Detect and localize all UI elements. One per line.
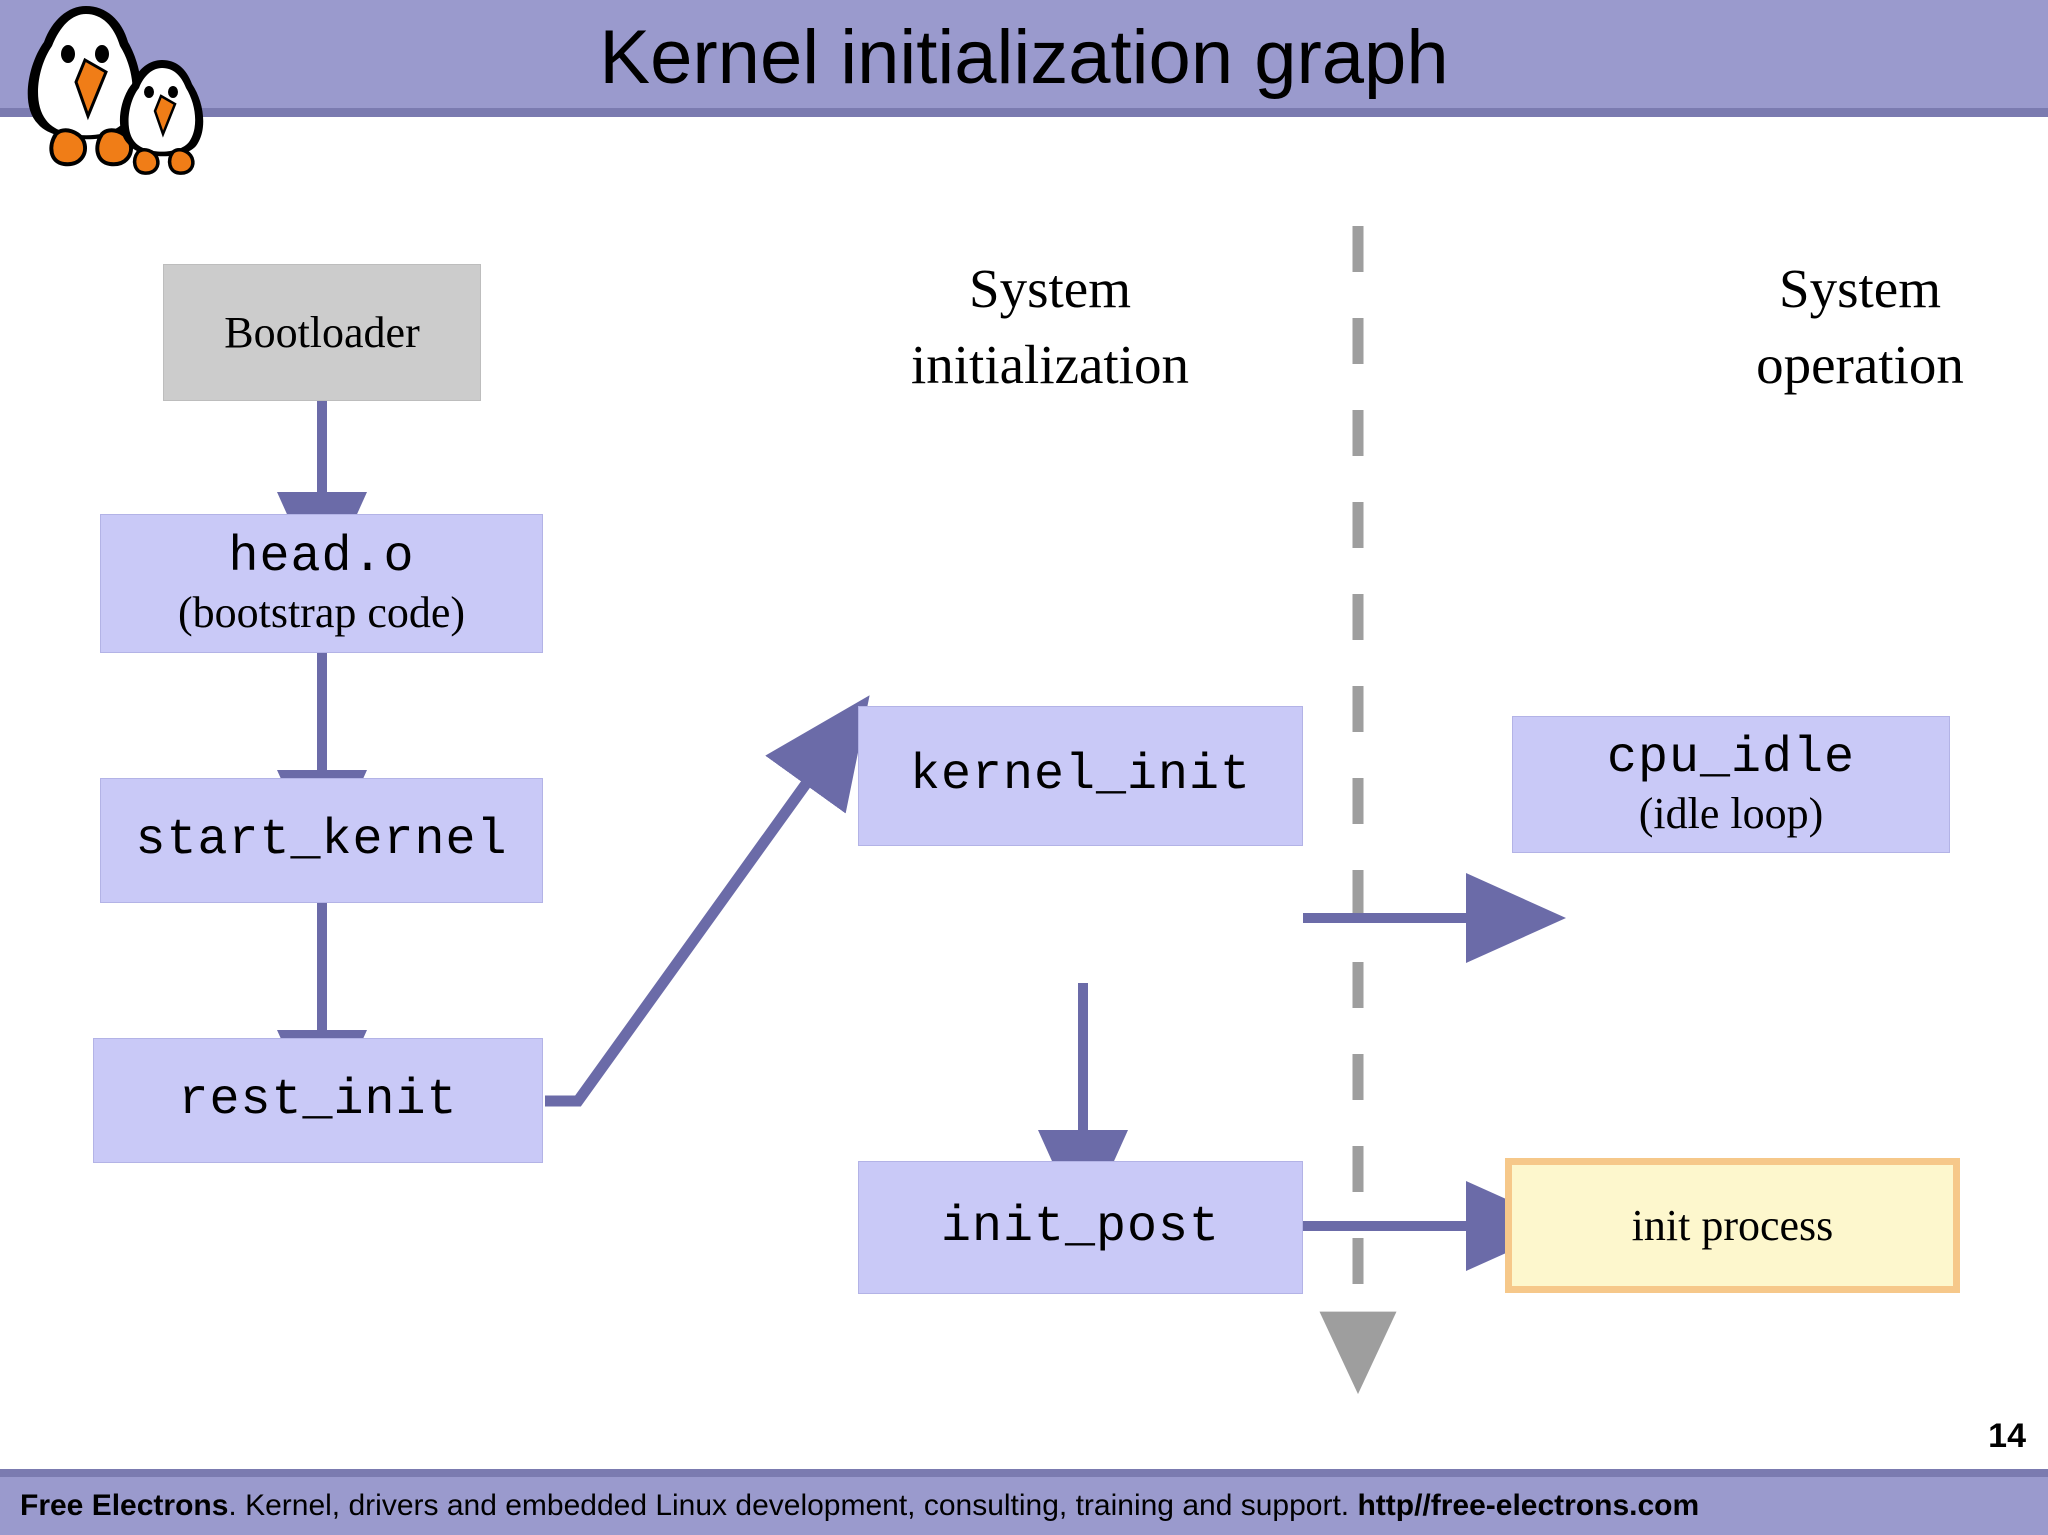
page-number: 14 bbox=[1988, 1417, 2026, 1455]
node-cpu-idle-sublabel: (idle loop) bbox=[1638, 788, 1824, 838]
connector-layer bbox=[277, 226, 1566, 1395]
penguin-small-icon bbox=[119, 60, 204, 175]
node-kernel-init[interactable]: kernel_init bbox=[858, 706, 1303, 846]
footer-tagline: . Kernel, drivers and embedded Linux dev… bbox=[228, 1489, 1358, 1522]
footer-brand: Free Electrons bbox=[20, 1489, 229, 1522]
column-heading-line1: System bbox=[1779, 258, 1941, 319]
column-heading-system-initialization: System initialization bbox=[790, 251, 1310, 403]
node-init-process[interactable]: init process bbox=[1505, 1158, 1960, 1293]
header-bar bbox=[0, 0, 2048, 117]
penguin-large-icon bbox=[27, 6, 142, 167]
node-head-o-label: head.o bbox=[228, 528, 415, 586]
node-bootloader-label: Bootloader bbox=[224, 307, 420, 357]
node-bootloader[interactable]: Bootloader bbox=[163, 264, 481, 401]
tux-penguins-logo bbox=[10, 0, 250, 184]
node-init-post[interactable]: init_post bbox=[858, 1161, 1303, 1294]
node-init-post-label: init_post bbox=[940, 1198, 1221, 1256]
node-rest-init[interactable]: rest_init bbox=[93, 1038, 543, 1163]
node-start-kernel-label: start_kernel bbox=[135, 811, 508, 869]
node-head-o-sublabel: (bootstrap code) bbox=[177, 587, 466, 637]
column-heading-line2: initialization bbox=[911, 334, 1189, 395]
node-cpu-idle[interactable]: cpu_idle (idle loop) bbox=[1512, 716, 1950, 853]
footer-text: Free Electrons. Kernel, drivers and embe… bbox=[0, 1489, 1699, 1523]
column-heading-system-operation: System operation bbox=[1600, 251, 2048, 403]
page-title: Kernel initialization graph bbox=[599, 15, 1449, 100]
node-kernel-init-label: kernel_init bbox=[909, 747, 1252, 804]
column-heading-line1: System bbox=[969, 258, 1131, 319]
node-start-kernel[interactable]: start_kernel bbox=[100, 778, 543, 903]
arrow-rest-init-to-kernel-init bbox=[545, 695, 870, 1107]
node-rest-init-label: rest_init bbox=[178, 1071, 458, 1129]
kernel-initialization-diagram: System initialization System operation bbox=[0, 126, 2048, 1426]
node-head-o[interactable]: head.o (bootstrap code) bbox=[100, 514, 543, 653]
node-init-process-label: init process bbox=[1631, 1200, 1834, 1250]
node-cpu-idle-label: cpu_idle bbox=[1606, 729, 1856, 787]
footer-url[interactable]: http//free-electrons.com bbox=[1357, 1489, 1700, 1522]
footer-bar: Free Electrons. Kernel, drivers and embe… bbox=[0, 1469, 2048, 1535]
column-heading-line2: operation bbox=[1756, 334, 1964, 395]
